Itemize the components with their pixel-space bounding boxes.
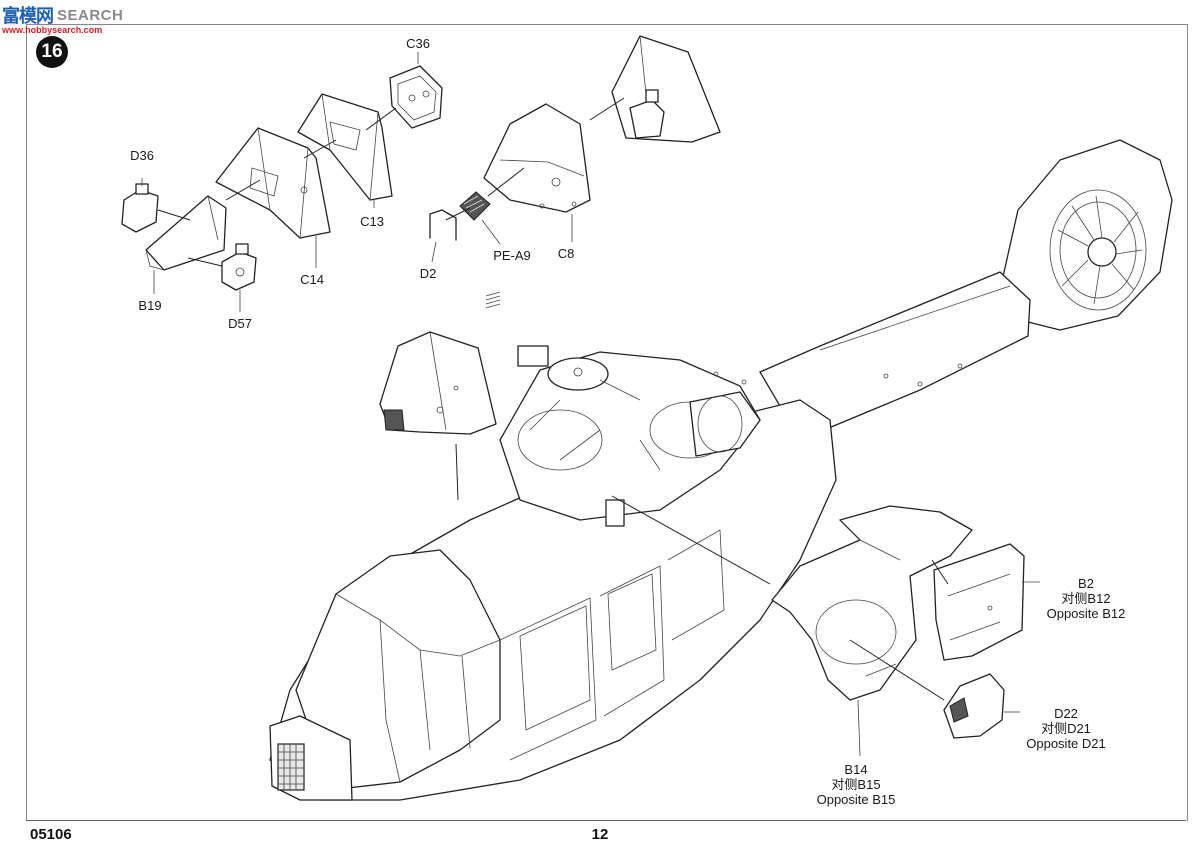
label-c14: C14 xyxy=(300,272,324,287)
part-front-cowl-illustration xyxy=(379,331,497,435)
label-d2: D2 xyxy=(419,266,437,281)
label-b2: B2 对侧B12 Opposite B12 xyxy=(1047,576,1126,621)
helicopter-fuselage-illustration xyxy=(269,139,1173,801)
watermark-logo: 富模网 SEARCH xyxy=(2,4,124,27)
label-b14: B14 对侧B15 Opposite B15 xyxy=(817,762,896,807)
page-frame xyxy=(26,24,1188,821)
part-c36-illustration xyxy=(389,65,443,129)
label-d22-line2: 对侧D21 xyxy=(1041,721,1091,736)
label-d22-line3: Opposite D21 xyxy=(1026,736,1106,751)
watermark-brand-en: SEARCH xyxy=(57,6,124,24)
product-code: 05106 xyxy=(30,826,72,843)
label-d22: D22 对侧D21 Opposite D21 xyxy=(1026,706,1106,751)
watermark-brand-cn: 富模网 xyxy=(2,6,54,27)
label-c8: C8 xyxy=(557,246,575,261)
part-pe-a9-illustration xyxy=(459,191,491,221)
part-c8-illustration xyxy=(483,103,591,213)
part-upper-cowl-illustration xyxy=(611,35,721,143)
part-c13-illustration xyxy=(297,93,393,201)
part-d22-illustration xyxy=(943,673,1005,739)
label-b19: B19 xyxy=(138,298,162,313)
label-b2-line3: Opposite B12 xyxy=(1046,606,1126,621)
part-c14-illustration xyxy=(215,127,331,239)
label-b14-line1: B14 xyxy=(844,762,868,777)
label-c13: C13 xyxy=(360,214,384,229)
label-b14-line2: 对侧B15 xyxy=(831,777,881,792)
watermark-url: www.hobbysearch.com xyxy=(2,25,103,35)
label-c36: C36 xyxy=(406,36,430,51)
label-b14-line3: Opposite B15 xyxy=(816,792,896,807)
footer-rule xyxy=(26,820,1186,821)
part-b2-illustration xyxy=(933,543,1025,661)
label-d57: D57 xyxy=(228,316,252,331)
label-d36: D36 xyxy=(130,148,154,163)
page-number: 12 xyxy=(591,826,609,843)
label-d22-line1: D22 xyxy=(1054,706,1078,721)
part-d36-illustration xyxy=(121,183,159,233)
label-b2-line1: B2 xyxy=(1078,576,1094,591)
label-b2-line2: 对侧B12 xyxy=(1061,591,1111,606)
label-pe-a9: PE-A9 xyxy=(493,248,531,263)
part-d57-illustration xyxy=(221,243,257,291)
part-b14-illustration xyxy=(771,505,973,701)
part-b19-illustration xyxy=(145,195,227,271)
part-d2-illustration xyxy=(429,209,457,241)
step-number-badge: 16 xyxy=(36,36,68,68)
